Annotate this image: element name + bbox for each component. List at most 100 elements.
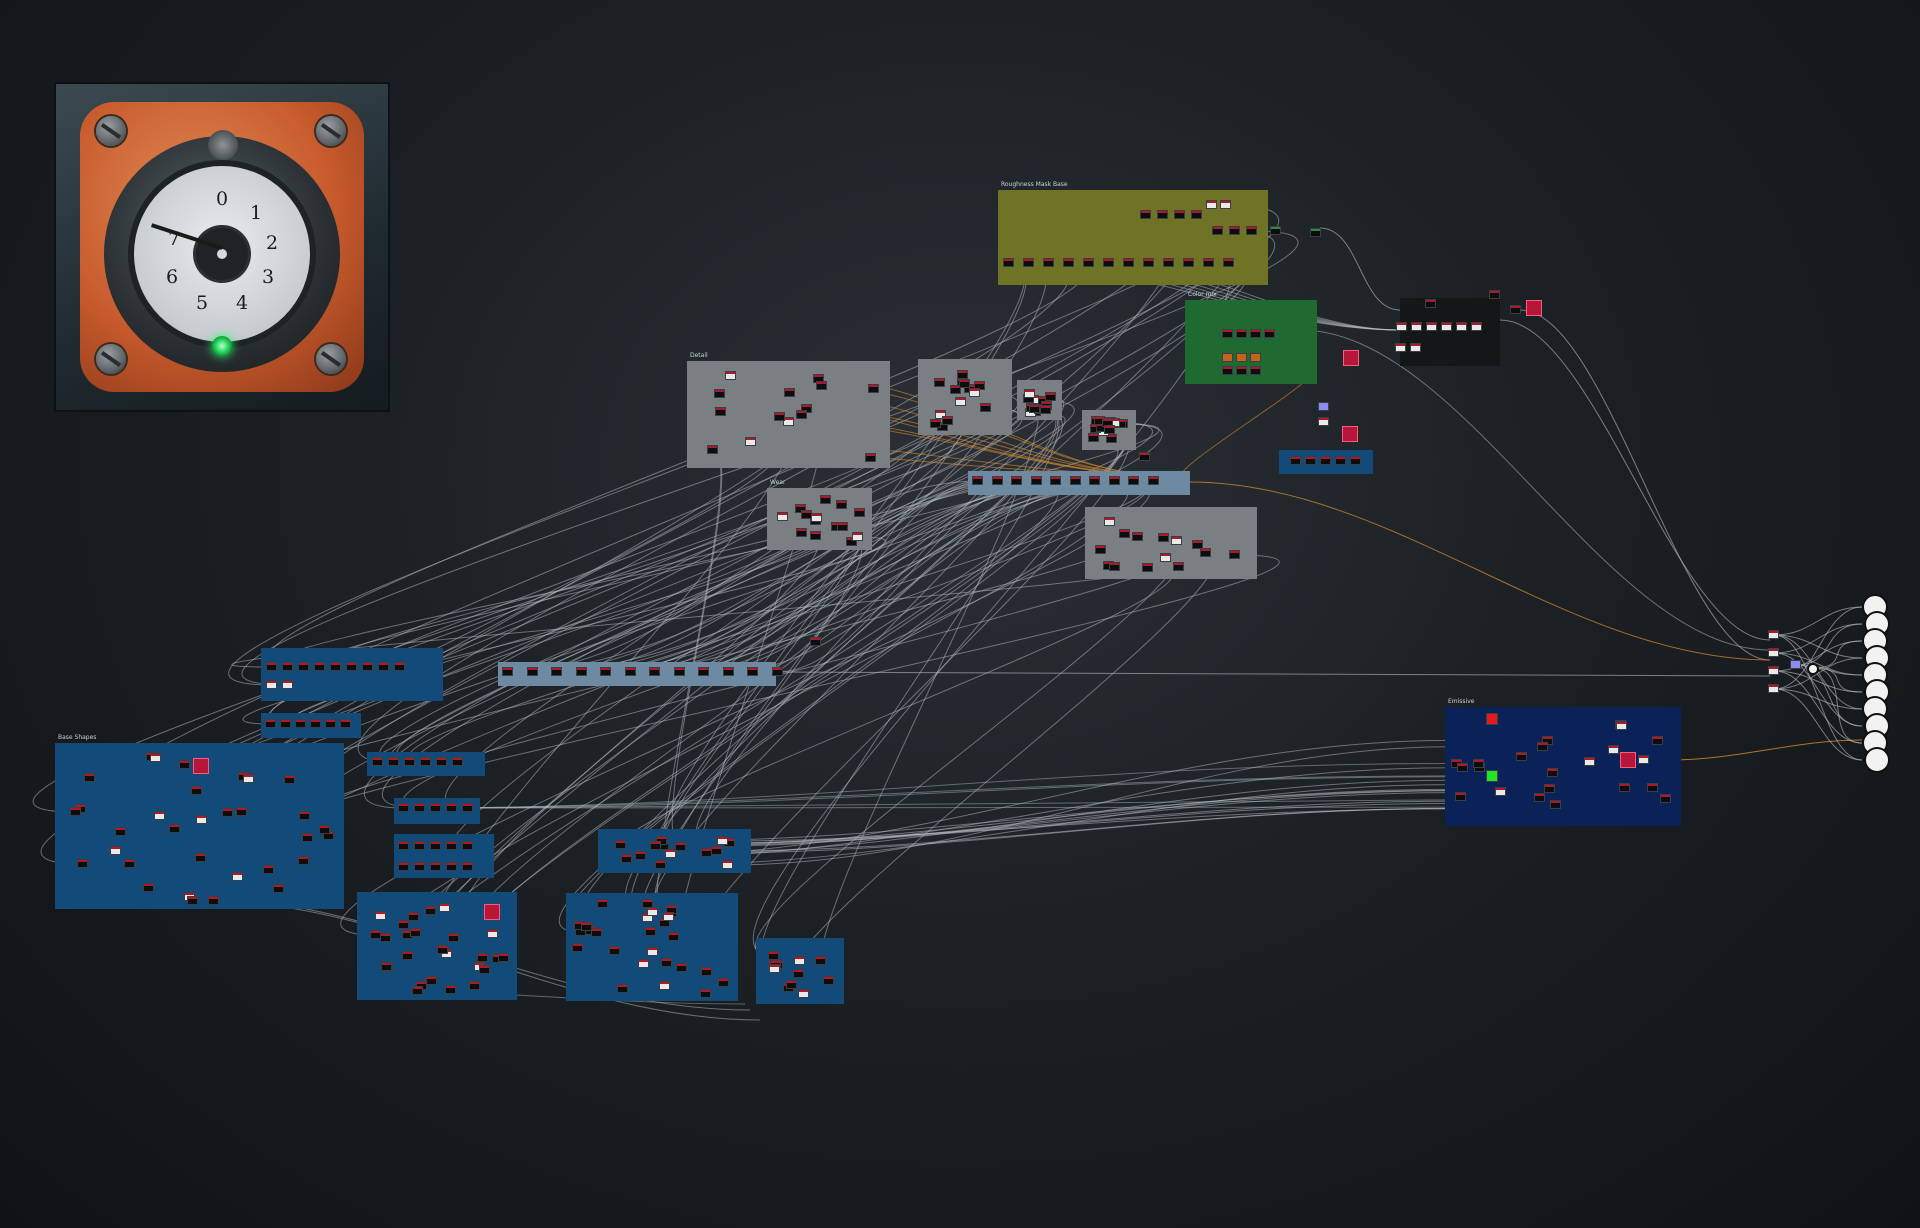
graph-node[interactable]	[1471, 322, 1482, 331]
graph-node[interactable]	[698, 667, 709, 676]
graph-node[interactable]	[659, 981, 670, 990]
graph-node[interactable]	[722, 860, 733, 869]
graph-node[interactable]	[1457, 763, 1468, 772]
graph-node[interactable]	[1473, 759, 1484, 768]
graph-node[interactable]	[1203, 258, 1214, 267]
graph-node[interactable]	[950, 385, 961, 394]
graph-node[interactable]	[236, 807, 247, 816]
graph-node[interactable]	[398, 920, 409, 929]
graph-node[interactable]	[346, 662, 357, 671]
graph-node[interactable]	[793, 969, 804, 978]
graph-node[interactable]	[991, 476, 1003, 485]
graph-node[interactable]	[1183, 258, 1194, 267]
graph-node[interactable]	[615, 840, 626, 849]
graph-node[interactable]	[783, 417, 794, 426]
graph-node[interactable]	[110, 846, 121, 855]
graph-node[interactable]	[479, 965, 490, 974]
graph-node[interactable]	[1236, 329, 1247, 338]
graph-node[interactable]	[1250, 353, 1261, 362]
graph-node[interactable]	[1236, 353, 1247, 362]
graph-node[interactable]	[446, 841, 457, 850]
graph-node[interactable]	[1768, 630, 1779, 639]
graph-node[interactable]	[1516, 752, 1527, 761]
graph-node[interactable]	[647, 907, 658, 916]
graph-node[interactable]	[1158, 533, 1169, 542]
graph-node[interactable]	[1157, 210, 1168, 219]
frame-bus-mid[interactable]	[498, 662, 776, 686]
graph-node[interactable]	[794, 956, 805, 965]
graph-node[interactable]	[1045, 392, 1056, 401]
graph-node[interactable]	[414, 803, 425, 812]
graph-node[interactable]	[398, 803, 409, 812]
graph-node[interactable]	[430, 862, 441, 871]
graph-node[interactable]	[668, 932, 679, 941]
graph-node[interactable]	[370, 930, 381, 939]
graph-node[interactable]	[1318, 417, 1329, 426]
graph-node[interactable]	[302, 833, 313, 842]
graph-node[interactable]	[179, 760, 190, 769]
graph-node[interactable]	[1043, 258, 1054, 267]
graph-node[interactable]	[1139, 452, 1150, 461]
graph-node[interactable]	[1128, 476, 1139, 485]
graph-node[interactable]	[446, 803, 457, 812]
graph-node[interactable]	[410, 928, 421, 937]
graph-node[interactable]	[774, 412, 785, 421]
graph-node[interactable]	[1638, 755, 1649, 764]
graph-node[interactable]	[647, 947, 658, 956]
graph-node[interactable]	[854, 508, 865, 517]
graph-node[interactable]	[1024, 389, 1035, 398]
graph-node[interactable]	[169, 824, 180, 833]
graph-node[interactable]	[715, 407, 726, 416]
graph-node[interactable]	[942, 416, 953, 425]
graph-node[interactable]	[1147, 476, 1159, 485]
graph-node[interactable]	[325, 719, 336, 728]
graph-node[interactable]	[1455, 792, 1466, 801]
graph-node[interactable]	[398, 862, 409, 871]
graph-node[interactable]	[143, 883, 154, 892]
graph-node[interactable]	[1342, 426, 1358, 442]
graph-node[interactable]	[469, 981, 480, 990]
graph-node[interactable]	[439, 903, 450, 912]
graph-node[interactable]	[462, 862, 473, 871]
graph-node[interactable]	[1305, 456, 1316, 465]
graph-node[interactable]	[1608, 745, 1619, 754]
graph-node[interactable]	[398, 841, 409, 850]
graph-node[interactable]	[600, 667, 611, 676]
graph-node[interactable]	[1200, 548, 1211, 557]
graph-node[interactable]	[280, 719, 291, 728]
graph-node[interactable]	[1109, 562, 1120, 571]
graph-node[interactable]	[1119, 529, 1130, 538]
graph-node[interactable]	[1647, 783, 1658, 792]
graph-node[interactable]	[1537, 742, 1548, 751]
graph-node[interactable]	[700, 989, 711, 998]
graph-node[interactable]	[591, 928, 602, 937]
graph-node[interactable]	[1223, 258, 1234, 267]
graph-node[interactable]	[1410, 343, 1421, 352]
graph-node[interactable]	[1652, 736, 1663, 745]
graph-node[interactable]	[635, 851, 646, 860]
graph-node[interactable]	[420, 757, 431, 766]
graph-node[interactable]	[1441, 322, 1452, 331]
graph-node[interactable]	[1160, 553, 1171, 562]
graph-node[interactable]	[649, 667, 660, 676]
graph-node[interactable]	[414, 841, 425, 850]
graph-node[interactable]	[725, 371, 736, 380]
graph-node[interactable]	[425, 906, 436, 915]
graph-node[interactable]	[265, 719, 276, 728]
graph-node[interactable]	[1030, 476, 1042, 485]
graph-node[interactable]	[1088, 433, 1099, 442]
graph-node[interactable]	[673, 667, 685, 676]
graph-node[interactable]	[154, 811, 165, 820]
graph-node[interactable]	[372, 757, 383, 766]
graph-node[interactable]	[1222, 353, 1233, 362]
graph-node[interactable]	[498, 953, 509, 962]
graph-node[interactable]	[502, 667, 513, 676]
graph-node[interactable]	[1063, 258, 1074, 267]
graph-node[interactable]	[846, 537, 857, 546]
graph-node[interactable]	[663, 912, 674, 921]
graph-node[interactable]	[477, 953, 488, 962]
graph-node[interactable]	[1143, 258, 1154, 267]
graph-node[interactable]	[1173, 562, 1184, 571]
graph-node[interactable]	[1106, 434, 1117, 443]
graph-node[interactable]	[1103, 258, 1114, 267]
